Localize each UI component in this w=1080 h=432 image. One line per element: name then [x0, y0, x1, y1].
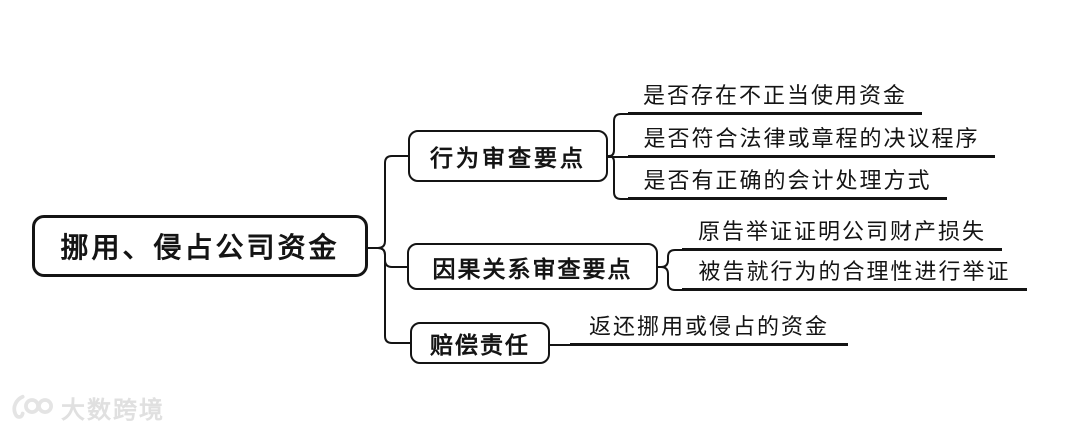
branch-node-label: 行为审查要点 — [430, 146, 586, 171]
watermark-text: 大数跨境 — [61, 396, 165, 424]
watermark-100-logo-icon — [12, 394, 53, 419]
connector-branch2-leaf2 — [657, 266, 684, 291]
leaf-node-return-funds: 返还挪用或侵占的资金 — [570, 306, 848, 346]
connector-root-branch2 — [367, 247, 408, 268]
branch-node-label: 因果关系审查要点 — [432, 256, 633, 282]
branch-node-causation-review: 因果关系审查要点 — [407, 243, 658, 290]
leaf-node-resolution-procedure: 是否符合法律或章程的决议程序 — [628, 118, 995, 158]
connector-root-branch3 — [367, 247, 411, 344]
connector-branch1-leaf1 — [607, 113, 630, 157]
leaf-node-defendant-proof-of-reasonableness: 被告就行为的合理性进行举证 — [682, 251, 1027, 291]
leaf-node-accounting-treatment: 是否有正确的会计处理方式 — [628, 160, 947, 200]
leaf-node-plaintiff-proof-of-loss: 原告举证证明公司财产损失 — [682, 211, 1002, 251]
root-node-label: 挪用、侵占公司资金 — [60, 233, 340, 264]
connector-root-branch1 — [367, 155, 409, 249]
connector-branch2-leaf1 — [657, 249, 684, 268]
branch-node-behavior-review: 行为审查要点 — [408, 130, 608, 182]
watermark: 大数跨境 — [10, 392, 165, 424]
branch-node-compensation-liability: 赔偿责任 — [410, 322, 550, 364]
branch-node-label: 赔偿责任 — [430, 333, 530, 358]
root-node-company-funds: 挪用、侵占公司资金 — [32, 215, 368, 277]
connector-branch1-leaf3 — [607, 155, 630, 200]
leaf-node-improper-use-of-funds: 是否存在不正当使用资金 — [628, 75, 922, 115]
